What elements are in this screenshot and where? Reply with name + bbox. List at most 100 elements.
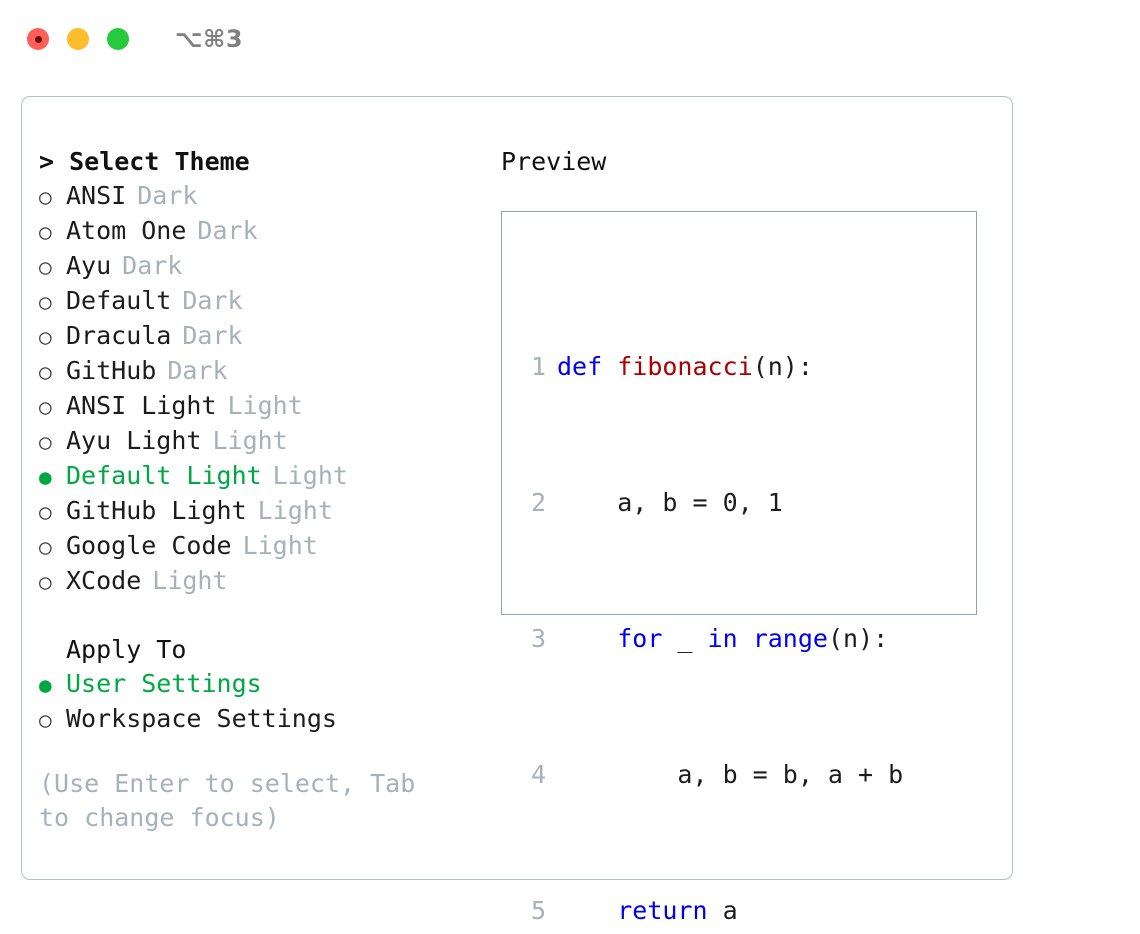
radio-icon: ○ — [39, 430, 52, 454]
theme-option-label: Google Code — [66, 531, 232, 560]
theme-option-variant: Dark — [182, 321, 243, 350]
keyboard-hint-text: (Use Enter to select, Tab to change focu… — [39, 769, 416, 832]
code-token — [557, 624, 617, 653]
theme-list-column: > Select Theme ○ ANSI Dark ○ Atom One Da… — [39, 145, 494, 835]
preview-box: 1 def fibonacci(n): 2 a, b = 0, 1 3 for … — [501, 211, 977, 925]
theme-option-label: Default — [66, 286, 172, 315]
theme-option-label: Ayu — [66, 251, 112, 280]
theme-option-ayu-light[interactable]: ○ Ayu Light Light — [39, 424, 494, 459]
maximize-button-icon[interactable] — [107, 28, 129, 50]
radio-icon: ○ — [39, 708, 52, 732]
theme-option-variant: Dark — [167, 356, 228, 385]
window-title: ⌥⌘3 — [175, 25, 244, 53]
code-line-text: a, b = b, a + b — [557, 758, 903, 792]
theme-option-label: ANSI — [66, 181, 127, 210]
theme-option-xcode[interactable]: ○ XCode Light — [39, 564, 494, 599]
theme-option-variant: Dark — [122, 251, 183, 280]
traffic-light-buttons — [27, 28, 129, 50]
heading-marker-spacer: ○ — [39, 633, 66, 667]
code-line: 1 def fibonacci(n): — [516, 350, 968, 384]
theme-option-label: Atom One — [66, 216, 187, 245]
theme-option-label: XCode — [66, 566, 142, 595]
code-token: a, b = 0, 1 — [557, 488, 783, 517]
code-token: (n): — [752, 352, 813, 381]
theme-option-label: GitHub — [66, 356, 157, 385]
line-number: 2 — [530, 488, 546, 517]
theme-option-atom-one-dark[interactable]: ○ Atom One Dark — [39, 214, 494, 249]
radio-selected-icon: ● — [39, 465, 52, 489]
apply-to-option-user-settings[interactable]: ● User Settings — [39, 667, 494, 702]
code-token: (n): — [827, 624, 889, 653]
code-token: for — [617, 624, 663, 653]
code-line: 3 for _ in range(n): — [516, 622, 968, 656]
code-token: range — [752, 624, 828, 653]
radio-icon: ○ — [39, 325, 52, 349]
code-token — [738, 624, 753, 653]
theme-option-variant: Dark — [182, 286, 243, 315]
theme-option-variant: Light — [272, 461, 348, 490]
theme-option-label: Dracula — [66, 321, 172, 350]
radio-icon: ○ — [39, 395, 52, 419]
apply-to-option-workspace-settings[interactable]: ○ Workspace Settings — [39, 702, 494, 737]
theme-option-variant: Light — [257, 496, 333, 525]
theme-option-github-dark[interactable]: ○ GitHub Dark — [39, 354, 494, 389]
theme-option-default-dark[interactable]: ○ Default Dark — [39, 284, 494, 319]
code-line-text: return a — [557, 894, 737, 928]
theme-option-variant: Light — [227, 391, 303, 420]
apply-to-heading: ○ Apply To — [39, 633, 494, 667]
preview-column: Preview 1 def fibonacci(n): 2 a, b = 0, … — [501, 145, 996, 925]
theme-option-variant: Light — [242, 531, 318, 560]
theme-selector-panel: > Select Theme ○ ANSI Dark ○ Atom One Da… — [21, 96, 1013, 925]
select-theme-heading: > Select Theme — [39, 147, 250, 176]
radio-selected-icon: ● — [39, 673, 52, 697]
theme-option-ansi-dark[interactable]: ○ ANSI Dark — [39, 179, 494, 214]
preview-code-block: 1 def fibonacci(n): 2 a, b = 0, 1 3 for … — [516, 248, 968, 934]
preview-heading: Preview — [501, 147, 607, 176]
radio-icon: ○ — [39, 570, 52, 594]
code-line-text: def fibonacci(n): — [557, 350, 813, 384]
apply-to-option-label: User Settings — [66, 669, 262, 698]
theme-option-ayu-dark[interactable]: ○ Ayu Dark — [39, 249, 494, 284]
radio-icon: ○ — [39, 220, 52, 244]
code-line-text: a, b = 0, 1 — [557, 486, 783, 520]
radio-icon: ○ — [39, 360, 52, 384]
line-number: 4 — [530, 760, 546, 789]
apply-to-heading-label: Apply To — [66, 635, 187, 664]
code-token — [557, 896, 617, 925]
code-token: _ — [662, 624, 708, 653]
code-token: a, b = b, a + b — [557, 760, 904, 789]
line-number: 5 — [530, 896, 546, 925]
title-bar: ⌥⌘3 — [0, 0, 1140, 78]
theme-option-label: GitHub Light — [66, 496, 247, 525]
code-token: fibonacci — [617, 352, 753, 381]
radio-icon: ○ — [39, 290, 52, 314]
radio-icon: ○ — [39, 185, 52, 209]
theme-option-variant: Dark — [197, 216, 258, 245]
radio-icon: ○ — [39, 535, 52, 559]
radio-icon: ○ — [39, 500, 52, 524]
code-token: in — [707, 624, 738, 653]
theme-option-label: ANSI Light — [66, 391, 217, 420]
minimize-button-icon[interactable] — [67, 28, 89, 50]
theme-option-dracula-dark[interactable]: ○ Dracula Dark — [39, 319, 494, 354]
theme-option-default-light[interactable]: ● Default Light Light — [39, 459, 494, 494]
code-line: 5 return a — [516, 894, 968, 928]
radio-icon: ○ — [39, 255, 52, 279]
apply-to-option-label: Workspace Settings — [66, 704, 337, 733]
theme-option-github-light[interactable]: ○ GitHub Light Light — [39, 494, 494, 529]
theme-option-variant: Dark — [137, 181, 198, 210]
theme-option-variant: Light — [152, 566, 228, 595]
theme-option-google-code[interactable]: ○ Google Code Light — [39, 529, 494, 564]
theme-option-ansi-light[interactable]: ○ ANSI Light Light — [39, 389, 494, 424]
code-line-text: for _ in range(n): — [557, 622, 888, 656]
theme-option-label: Default Light — [66, 461, 262, 490]
theme-option-variant: Light — [212, 426, 288, 455]
code-token: return — [617, 896, 708, 925]
code-line: 2 a, b = 0, 1 — [516, 486, 968, 520]
line-number: 3 — [530, 624, 546, 653]
close-button-icon[interactable] — [27, 28, 49, 50]
theme-option-label: Ayu Light — [66, 426, 202, 455]
code-token: def — [557, 352, 618, 381]
line-number: 1 — [530, 352, 546, 381]
